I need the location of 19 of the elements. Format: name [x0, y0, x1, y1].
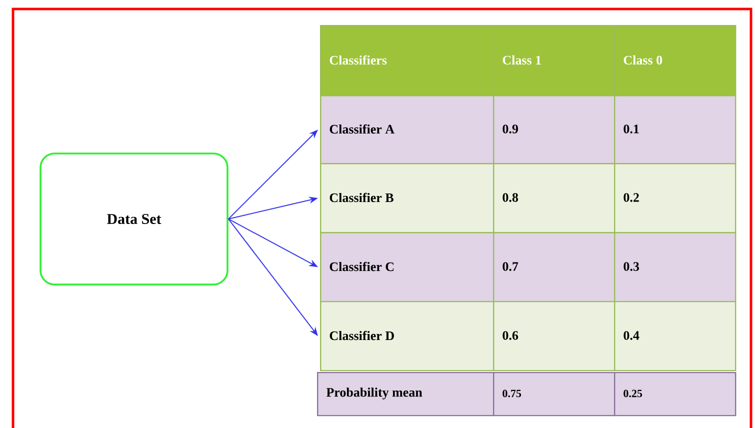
data-box: Data Set: [40, 152, 228, 286]
table-cell: 0.4: [614, 300, 736, 372]
header-cell: Classifiers: [320, 25, 494, 96]
table-cell: Classifier D: [320, 300, 494, 372]
table-cell: Classifier A: [320, 95, 494, 164]
table-cell: 0.6: [493, 300, 616, 372]
header-cell: Class 1: [493, 25, 616, 96]
table-cell: 0.2: [614, 163, 736, 234]
table-cell: 0.3: [614, 232, 736, 302]
table-cell: Probability mean: [317, 372, 494, 416]
table-cell: Classifier B: [320, 163, 494, 234]
table-cell: 0.8: [493, 163, 616, 234]
table-cell: 0.7: [493, 232, 616, 302]
table-cell: 0.1: [614, 95, 736, 164]
table-cell: 0.75: [493, 372, 616, 416]
table-cell: Classifier C: [320, 232, 494, 302]
table-cell: 0.25: [614, 372, 736, 416]
table-cell: 0.9: [493, 95, 616, 164]
header-cell: Class 0: [614, 25, 736, 96]
